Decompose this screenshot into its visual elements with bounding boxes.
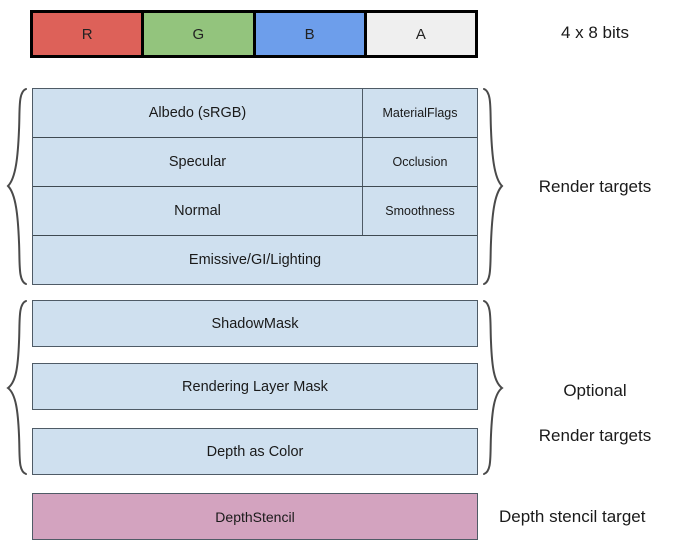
depth-stencil-label: DepthStencil — [215, 508, 295, 525]
left-brace-optional-render-targets — [6, 300, 27, 475]
caption-depth-stencil-target: Depth stencil target — [499, 507, 646, 526]
channel-label-b: B — [304, 25, 315, 43]
render-targets-group: Albedo (sRGB) MaterialFlags Specular Occ… — [32, 88, 478, 285]
optional-target-label: Depth as Color — [206, 443, 304, 460]
rgba-channel-bar: R G B A — [30, 10, 478, 58]
caption-optional-line-2: Render targets — [538, 426, 652, 446]
optional-target-label: Rendering Layer Mask — [182, 378, 328, 395]
render-target-normal: Normal — [174, 203, 221, 219]
render-target-emissive: Emissive/GI/Lighting — [188, 252, 322, 268]
render-target-row-specular: Specular Occlusion — [33, 138, 477, 187]
right-brace-optional-render-targets — [483, 300, 504, 475]
optional-target-rendering-layer-mask: Rendering Layer Mask — [32, 363, 478, 410]
optional-target-shadowmask: ShadowMask — [32, 300, 478, 347]
channel-cell-a: A — [366, 13, 475, 55]
optional-target-depth-as-color: Depth as Color — [32, 428, 478, 475]
channel-cell-b: B — [255, 13, 367, 55]
render-target-albedo: Albedo (sRGB) — [148, 105, 247, 121]
depth-stencil-target: DepthStencil — [32, 493, 478, 540]
caption-render-targets: Render targets — [538, 177, 652, 196]
caption-optional-render-targets: Optional Render targets — [505, 358, 685, 470]
right-brace-render-targets — [483, 88, 504, 285]
channel-label-a: A — [415, 25, 426, 43]
render-target-specular: Specular — [168, 154, 227, 170]
caption-optional-line-1: Optional — [563, 381, 627, 401]
render-target-occlusion: Occlusion — [362, 138, 477, 186]
channel-cell-r: R — [33, 13, 145, 55]
channel-label-r: R — [81, 25, 93, 43]
render-target-row-emissive: Emissive/GI/Lighting — [33, 236, 477, 284]
left-brace-render-targets — [6, 88, 27, 285]
render-target-materialflags: MaterialFlags — [362, 89, 477, 137]
render-target-row-normal: Normal Smoothness — [33, 187, 477, 236]
channel-cell-g: G — [144, 13, 256, 55]
caption-bit-depth: 4 x 8 bits — [560, 23, 630, 42]
render-target-row-albedo: Albedo (sRGB) MaterialFlags — [33, 89, 477, 138]
channel-label-g: G — [192, 25, 205, 43]
optional-target-label: ShadowMask — [211, 315, 299, 332]
render-target-smoothness: Smoothness — [362, 187, 477, 235]
